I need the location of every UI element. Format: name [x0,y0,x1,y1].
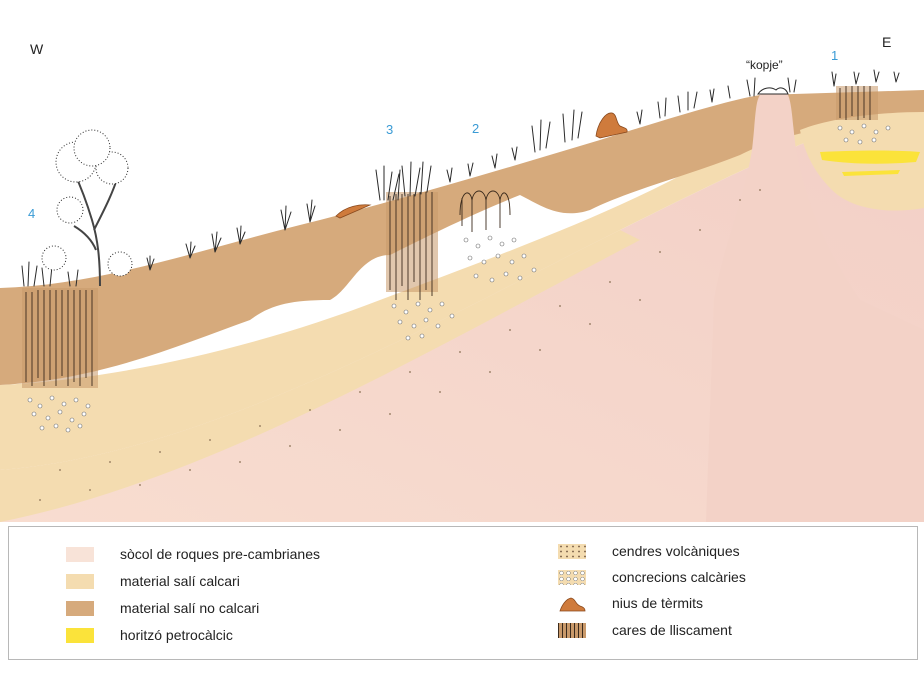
legend-item-saline-calcareous: material salí calcari [66,572,240,590]
kopje-rock-icon [757,87,789,95]
swatch-petrocalcic [66,627,94,643]
legend-item-basement: sòcol de roques pre-cambrianes [66,545,320,563]
legend-label: nius de tèrmits [612,595,704,611]
acacia-tree [41,129,133,287]
legend-label: material salí calcari [120,573,240,589]
slickensides-site-1 [836,86,878,120]
slickensides-site-2 [459,190,511,232]
termite-mound [335,204,372,219]
swatch-saline-noncalcareous [66,600,94,616]
site-label-2: 2 [472,121,479,136]
legend-item-volcanic-ash: cendres volcàniques [558,542,740,560]
swatch-volcanic-ash [558,543,586,559]
legend-item-termite-mounds: nius de tèrmits [558,594,703,612]
slickensides-site-3 [386,192,438,300]
legend-label: horitzó petrocàlcic [120,627,233,643]
legend-label: cendres volcàniques [612,543,740,559]
volcanic-ash-dots [39,189,761,501]
slickensides-site-4 [22,288,98,388]
site-label-3: 3 [386,122,393,137]
legend-item-petrocalcic: horitzó petrocàlcic [66,626,233,644]
saline-calcareous-lower-band [0,230,640,522]
concretions-site-4 [27,395,91,433]
west-label: W [30,41,44,57]
legend-label: sòcol de roques pre-cambrianes [120,546,320,562]
petrocalcic-horizon-dash [842,170,900,176]
swatch-calcareous-concretions [558,569,586,585]
legend-item-calcareous-concretions: concrecions calcàries [558,568,746,586]
termite-mound [595,112,628,139]
kopje-label: “kopje” [746,58,783,72]
kopje-outcrop [706,92,924,522]
legend-label: concrecions calcàries [612,569,746,585]
termite-mound-icon [558,596,586,611]
legend [8,526,918,660]
vegetation [21,69,900,287]
concretions-site-3 [391,301,455,341]
site-label-4: 4 [28,206,35,221]
swatch-basement [66,546,94,562]
swatch-slickensides [558,622,586,638]
swatch-saline-calcareous [66,573,94,589]
concretions-site-1 [837,123,891,145]
legend-item-saline-noncalcareous: material salí no calcari [66,599,259,617]
legend-label: cares de lliscament [612,622,732,638]
site-label-1: 1 [831,48,838,63]
concretions-site-2 [463,235,537,283]
legend-label: material salí no calcari [120,600,260,616]
petrocalcic-horizon [820,150,920,164]
saline-noncalcareous-layer [0,90,924,385]
legend-item-slickensides: cares de lliscament [558,621,732,639]
east-label: E [882,34,891,50]
